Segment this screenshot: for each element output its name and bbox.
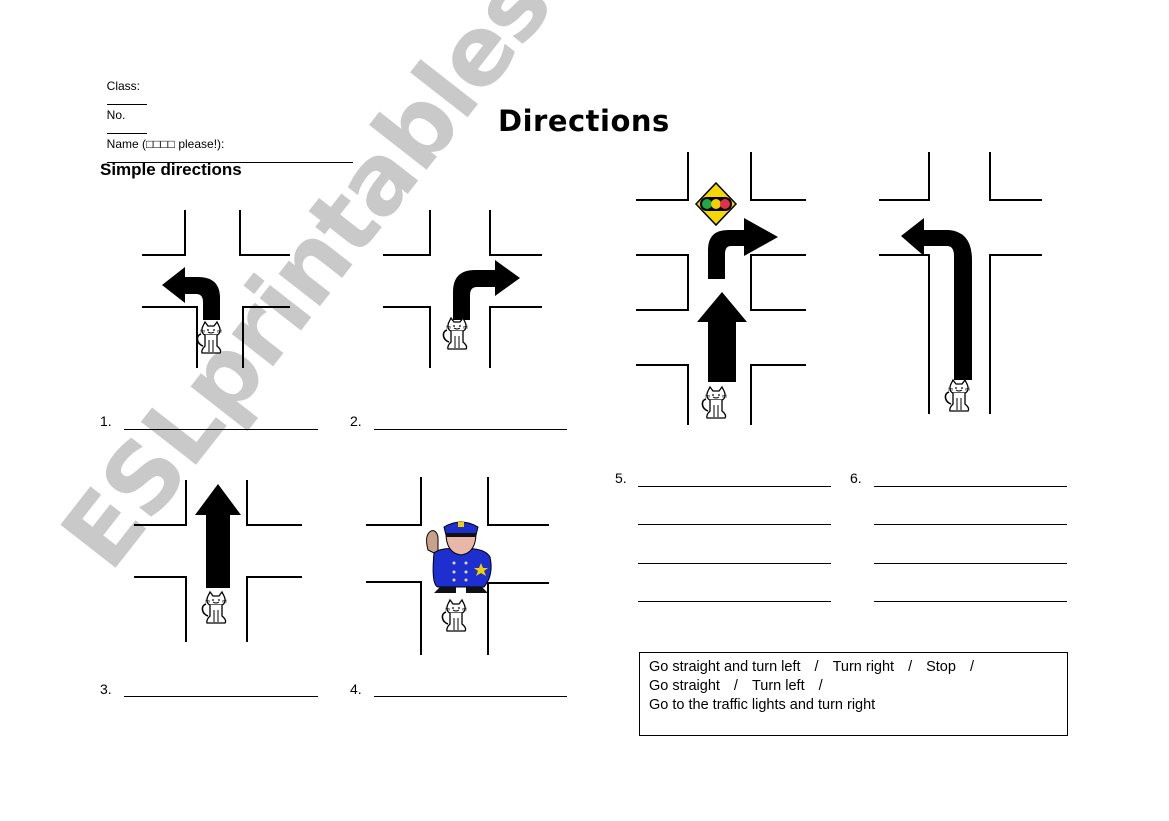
word-bank: Go straight and turn left / Turn right / Sto… (639, 652, 1068, 736)
diagram-traffic-lights-turn-right (636, 152, 806, 425)
word-bank-line-2: Go straight / Turn left / (649, 677, 1058, 696)
cat-icon (441, 599, 468, 632)
arrow-turn-right-icon (453, 260, 520, 320)
word-bank-line-1: Go straight and turn left / Turn right / Sto… (649, 658, 1058, 677)
separator: / (814, 659, 819, 675)
question-3-number: 3. (100, 681, 112, 697)
traffic-light-sign-icon (694, 181, 738, 227)
no-label: No. (106, 108, 126, 122)
section-title: Simple directions (100, 160, 242, 179)
cat-icon (201, 591, 228, 624)
answer-line-4[interactable] (374, 696, 567, 697)
answer-line-5d[interactable] (638, 601, 831, 602)
word-option: Go straight (649, 678, 720, 694)
answer-line-5b[interactable] (638, 524, 831, 525)
answer-line-1[interactable] (124, 429, 318, 430)
question-1-number: 1. (100, 413, 112, 429)
question-5-number: 5. (615, 470, 627, 486)
word-option: Turn left (751, 678, 805, 694)
word-option: Turn right (832, 659, 895, 675)
separator: / (908, 659, 913, 675)
diagram-straight-turn-left (879, 152, 1042, 414)
answer-line-5a[interactable] (638, 486, 831, 487)
class-field[interactable] (106, 93, 147, 105)
answer-line-2[interactable] (374, 429, 567, 430)
name-field[interactable] (106, 151, 353, 163)
separator: / (969, 659, 974, 675)
answer-line-6d[interactable] (874, 601, 1067, 602)
question-4-number: 4. (350, 681, 362, 697)
answer-line-6c[interactable] (874, 563, 1067, 564)
arrow-up-icon (697, 292, 747, 382)
diagram-turn-right (383, 210, 542, 368)
separator: / (818, 678, 823, 694)
arrow-up-icon (195, 484, 241, 588)
diagram-turn-left (142, 210, 290, 368)
answer-line-6b[interactable] (874, 524, 1067, 525)
cat-icon (944, 379, 971, 412)
question-2-number: 2. (350, 413, 362, 429)
word-bank-line-3: Go to the traffic lights and turn right (649, 697, 876, 713)
cat-icon (196, 321, 223, 354)
separator: / (733, 678, 738, 694)
arrow-turn-left-icon (901, 218, 972, 380)
cat-icon (701, 386, 728, 419)
diagram-stop (366, 477, 549, 655)
cat-icon (442, 317, 469, 350)
question-6-number: 6. (850, 470, 862, 486)
answer-line-3[interactable] (124, 696, 318, 697)
word-option: Go straight and turn left (649, 659, 801, 675)
arrow-turn-left-icon (162, 267, 220, 320)
class-label: Class: (106, 79, 141, 93)
answer-line-5c[interactable] (638, 563, 831, 564)
student-info-line: Class: No. Name (□□□□ please!): (100, 65, 353, 166)
answer-line-6a[interactable] (874, 486, 1067, 487)
name-label: Name (□□□□ please!): (106, 137, 225, 151)
police-officer-icon (426, 521, 492, 593)
number-field[interactable] (106, 122, 147, 134)
word-option: Stop (926, 659, 956, 675)
arrow-turn-right-icon (708, 218, 778, 279)
page-title: Directions (498, 104, 670, 138)
diagram-go-straight (134, 480, 302, 642)
